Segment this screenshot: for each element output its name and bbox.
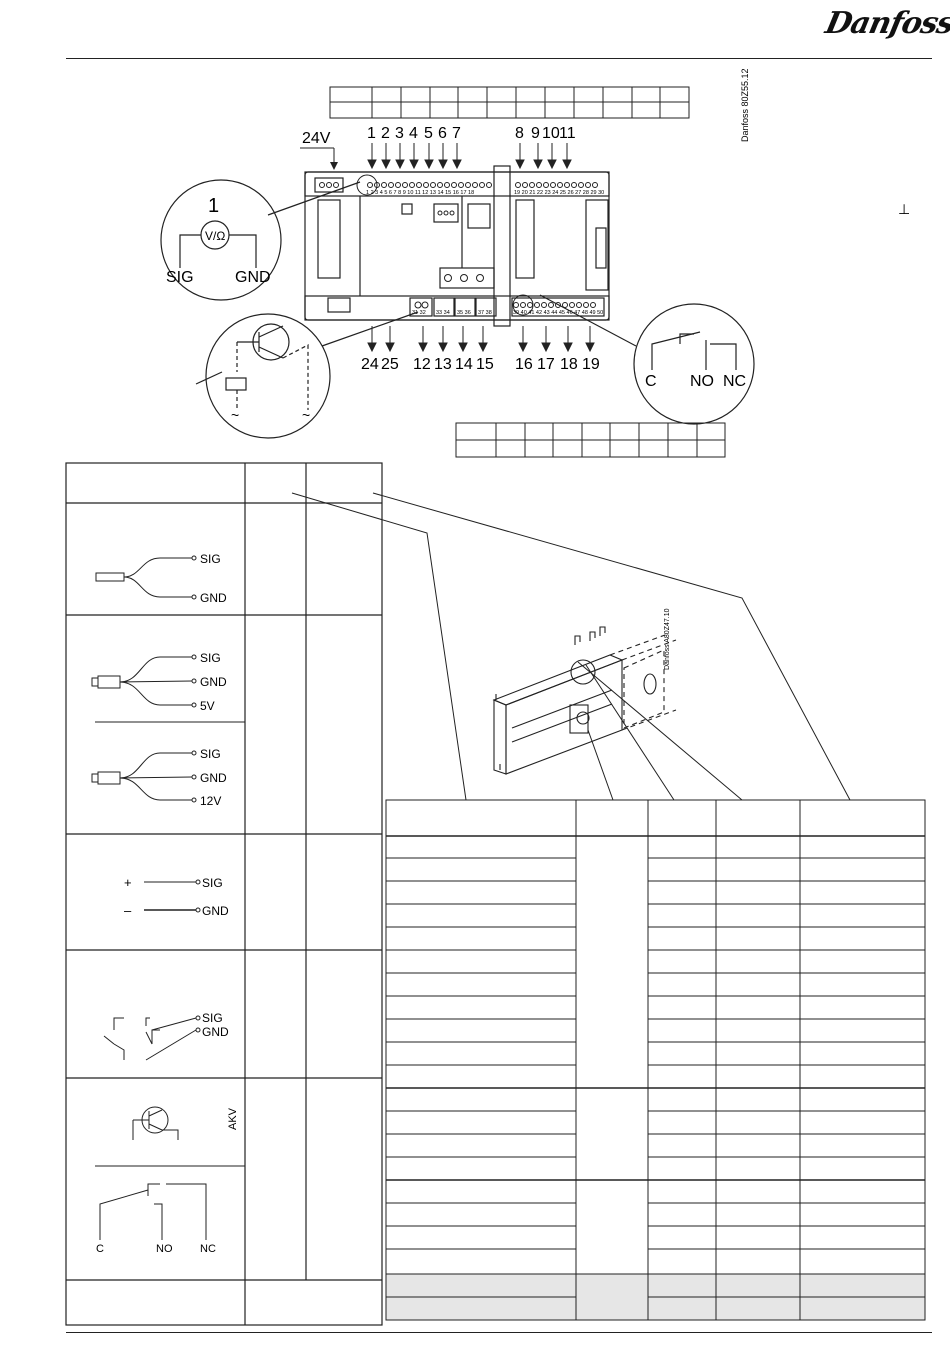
bottom-terminal-numbers: 24 25 12 13 14 15 16 17 18 19 [361, 356, 600, 373]
terminal-number: 1 [367, 125, 376, 142]
transistor-callout [195, 311, 419, 439]
terminal-strip-label: 37 38 [478, 310, 492, 316]
legend-sig-label: SIG [202, 1011, 223, 1025]
top-arrows [367, 143, 572, 170]
voltage-signal-symbol [144, 879, 201, 913]
right-assignment-table [385, 799, 926, 1321]
top-terminal-numbers: 1 2 3 4 5 6 7 8 9 10 11 [367, 125, 576, 142]
legend-12v-label: 12V [200, 794, 221, 808]
ac-symbol-right: ~ [302, 407, 310, 423]
legend-nc-label: NC [200, 1243, 216, 1255]
legend-c-label: C [96, 1243, 104, 1255]
terminal-number: 2 [381, 125, 390, 142]
terminal-number: 9 [531, 125, 540, 142]
terminal-number: 13 [434, 356, 452, 373]
ac-symbol-left: ~ [231, 407, 239, 423]
legend-sig-label: SIG [202, 876, 223, 890]
terminal-number: 11 [559, 125, 576, 142]
small-mark: ⊥ [898, 201, 910, 217]
sensor-2wire-symbol [95, 555, 197, 600]
pressure-transmitter-5v-symbol [91, 654, 197, 708]
bottom-arrows [367, 326, 595, 353]
legend-sig-label: SIG [200, 651, 221, 665]
sensor-symbol: V/Ω [205, 229, 225, 243]
legend-gnd-label: GND [200, 675, 227, 689]
relay-callout [539, 294, 755, 425]
terminal-number: 3 [395, 125, 404, 142]
legend-sig-label: SIG [200, 747, 221, 761]
terminal-number: 17 [537, 356, 555, 373]
legend-gnd-label: GND [202, 904, 229, 918]
legend-gnd-label: GND [200, 591, 227, 605]
terminal-number: 19 [582, 356, 600, 373]
legend-no-label: NO [156, 1243, 173, 1255]
supply-label: 24V [302, 130, 331, 147]
drawing-code-module: Danfoss A80Z47.10 [664, 608, 671, 670]
terminal-number: 25 [381, 356, 399, 373]
terminal-number: 5 [424, 125, 433, 142]
terminal-strip-label: 1 2 3 4 5 6 7 8 9 10 11 12 13 14 15 16 1… [366, 190, 474, 196]
relay-nc-label: NC [723, 373, 746, 390]
terminal-number: 12 [413, 356, 431, 373]
legend-5v-label: 5V [200, 699, 215, 713]
sensor-callout-number: 1 [208, 195, 219, 217]
controller-body [304, 165, 610, 327]
terminal-number: 8 [515, 125, 524, 142]
sensor-callout [160, 179, 361, 301]
terminal-number: 15 [476, 356, 494, 373]
plus-sign: + [124, 875, 132, 890]
terminal-strip-label: 33 34 [436, 310, 450, 316]
terminal-number: 4 [409, 125, 418, 142]
module-drawing [492, 626, 677, 775]
drawing-code-top: Danfoss 80Z55.12 [740, 68, 750, 142]
relay-output-symbol [99, 1183, 207, 1240]
legend-sig-label: SIG [200, 552, 221, 566]
terminal-number: 6 [438, 125, 447, 142]
legend-table [65, 462, 383, 1326]
minus-sign: – [124, 903, 132, 918]
pressure-transmitter-12v-symbol [91, 750, 197, 803]
legend-gnd-label: GND [202, 1025, 229, 1039]
terminal-number: 18 [560, 356, 578, 373]
terminal-number: 16 [515, 356, 533, 373]
terminal-strip-label: 19 20 21 22 23 24 25 26 27 28 29 30 [514, 190, 604, 196]
contact-input-symbol [103, 1015, 201, 1061]
terminal-number: 10 [542, 125, 560, 142]
top-assignment-grid [329, 86, 690, 119]
sensor-gnd-label: GND [235, 269, 271, 286]
header-rule [66, 58, 932, 59]
terminal-number: 14 [455, 356, 473, 373]
terminal-strip-label: 39 40 41 42 43 44 45 46 47 48 49 50 [513, 310, 603, 316]
terminal-screws-top [319, 174, 598, 316]
relay-c-label: C [645, 373, 657, 390]
terminal-strip-label: 31 32 [412, 310, 426, 316]
terminal-number: 7 [452, 125, 461, 142]
terminal-number: 24 [361, 356, 379, 373]
leader-lines [291, 492, 851, 801]
legend-gnd-label: GND [200, 771, 227, 785]
relay-no-label: NO [690, 373, 714, 390]
sensor-sig-label: SIG [166, 269, 194, 286]
terminal-strip-label: 35 36 [457, 310, 471, 316]
bottom-assignment-grid [455, 422, 726, 458]
footer-rule [66, 1332, 932, 1333]
terminal-labels: 1 2 3 4 5 6 7 8 9 10 11 12 13 14 15 16 1… [366, 190, 604, 316]
akv-transistor-symbol [132, 1106, 179, 1140]
akv-label: AKV [227, 1107, 239, 1130]
